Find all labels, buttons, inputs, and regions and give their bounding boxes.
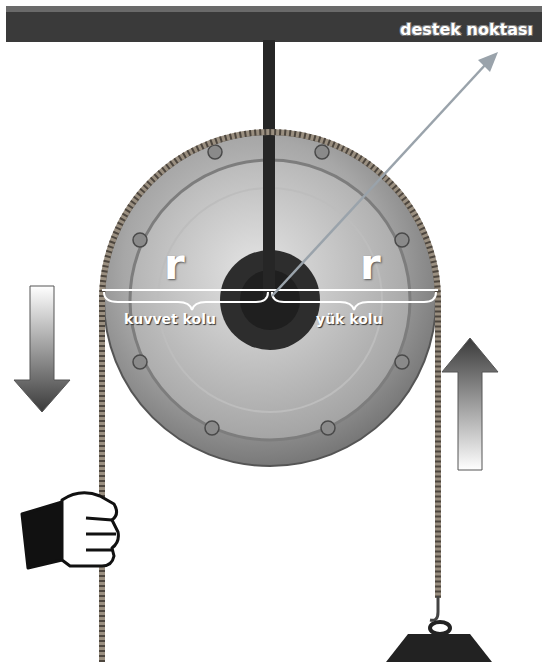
hand (22, 493, 118, 568)
pointer-label: destek noktası (400, 22, 533, 38)
weight-ring (430, 622, 450, 634)
radius-label: r (360, 244, 381, 286)
ceiling-beam (6, 6, 542, 42)
ceiling-highlight (6, 6, 542, 12)
hook (430, 596, 438, 620)
support-pointer (272, 52, 498, 296)
arm-bracket (102, 290, 438, 310)
radius-label: r (164, 244, 185, 286)
arm-label: yük kolu (316, 312, 383, 326)
rope (102, 132, 438, 662)
hanger-rod (263, 40, 275, 298)
lift-arrow (442, 338, 498, 470)
arm-label: kuvvet kolu (124, 312, 216, 326)
weight (386, 634, 492, 662)
pull-arrow (14, 286, 70, 412)
